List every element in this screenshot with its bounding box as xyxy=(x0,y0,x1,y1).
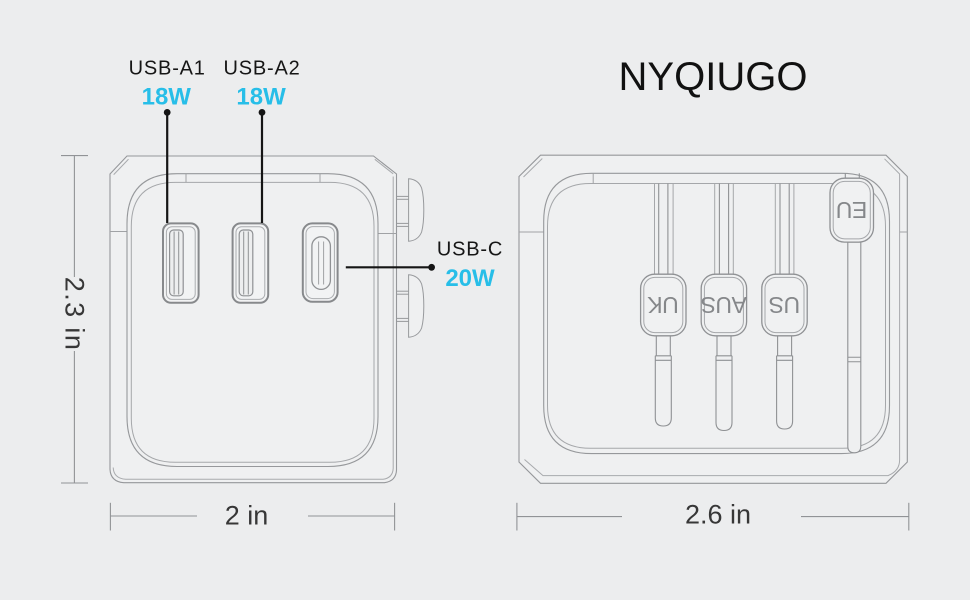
svg-text:NYQIUGO: NYQIUGO xyxy=(619,55,808,99)
svg-text:2.3 in: 2.3 in xyxy=(60,277,90,351)
svg-text:USB-C: USB-C xyxy=(437,239,503,261)
svg-text:AUS: AUS xyxy=(701,292,747,318)
svg-text:EU: EU xyxy=(836,197,867,223)
svg-text:2 in: 2 in xyxy=(225,500,269,530)
svg-text:2.6 in: 2.6 in xyxy=(685,500,751,530)
svg-text:18W: 18W xyxy=(236,84,286,111)
svg-text:USB-A2: USB-A2 xyxy=(223,58,300,80)
svg-text:20W: 20W xyxy=(445,265,495,292)
svg-text:US: US xyxy=(769,292,800,318)
svg-text:UK: UK xyxy=(647,292,679,318)
svg-text:18W: 18W xyxy=(142,84,192,111)
svg-text:USB-A1: USB-A1 xyxy=(129,58,206,80)
